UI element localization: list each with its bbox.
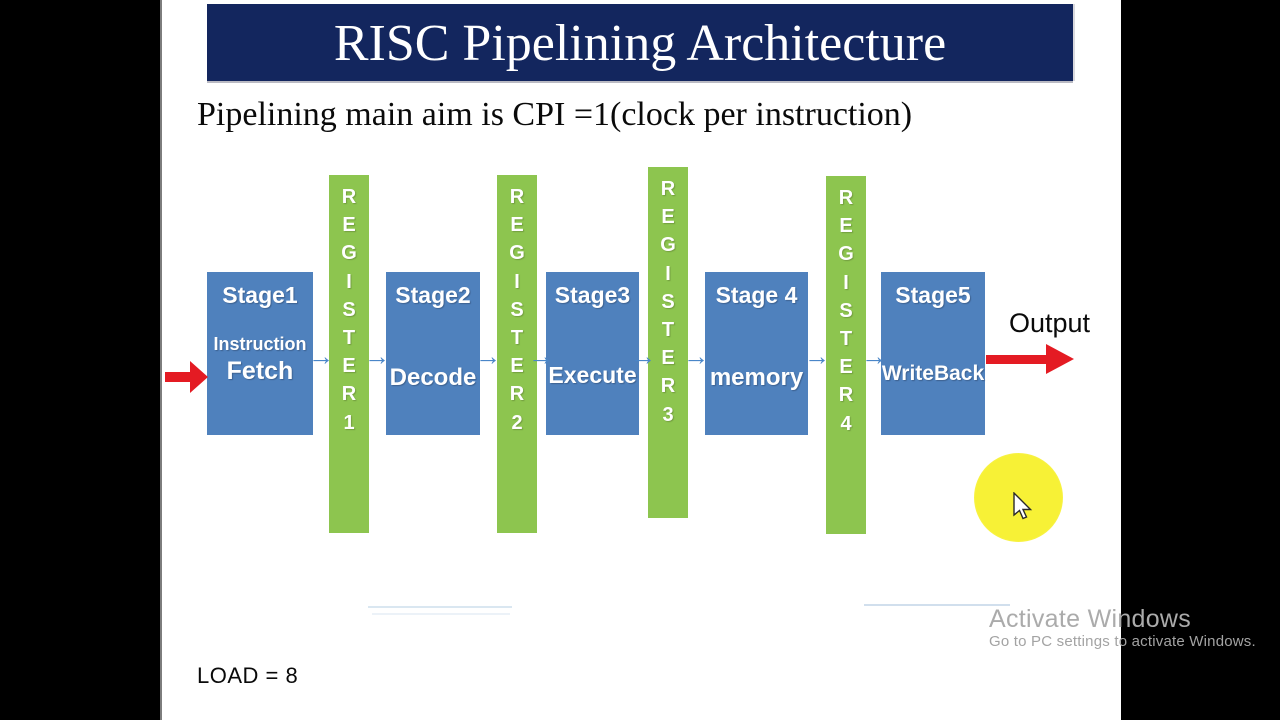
stage-label: Fetch	[226, 357, 294, 385]
register-bar-3: R E G I S T E R 3	[648, 167, 688, 518]
stage-title: Stage3	[554, 282, 631, 308]
stage-box-3: Stage3 Execute	[546, 272, 639, 435]
flow-arrow-icon: →	[364, 341, 390, 371]
stage-box-2: Stage2 Decode	[386, 272, 480, 435]
register-label: R E G I S T E R 1	[341, 186, 357, 434]
output-label: Output	[1009, 308, 1091, 338]
stage-box-1: Stage1 Instruction Fetch	[207, 272, 313, 435]
stage-title: Stage2	[395, 282, 471, 308]
slide-title: RISC Pipelining Architecture	[333, 15, 947, 72]
register-label: R E G I S T E R 4	[838, 187, 854, 435]
activate-windows-watermark-sub: Go to PC settings to activate Windows.	[989, 633, 1256, 650]
output-arrow-icon	[986, 343, 1076, 375]
input-arrow-icon	[165, 361, 208, 393]
mouse-cursor-icon	[1013, 491, 1035, 527]
faint-line	[372, 613, 510, 615]
title-banner: RISC Pipelining Architecture	[207, 4, 1073, 81]
flow-arrow-icon: →	[861, 341, 887, 371]
arrow-head	[1046, 344, 1074, 374]
stage-subtitle: Instruction	[213, 334, 307, 354]
flow-arrow-icon: →	[683, 341, 709, 371]
faint-line	[368, 606, 512, 608]
stage-box-5: Stage5 WriteBack	[881, 272, 985, 435]
register-bar-4: R E G I S T E R 4	[826, 176, 866, 534]
load-label: LOAD = 8	[197, 663, 299, 688]
flow-arrow-icon: →	[308, 341, 334, 371]
letterbox-left	[0, 0, 160, 720]
arrow-head	[190, 361, 208, 393]
register-bar-1: R E G I S T E R 1	[329, 175, 369, 533]
flow-arrow-icon: →	[630, 341, 656, 371]
arrow-shaft	[986, 355, 1048, 364]
flow-arrow-icon: →	[475, 341, 501, 371]
stage-label: WriteBack	[881, 362, 985, 385]
register-label: R E G I S T E R 3	[660, 178, 676, 426]
stage-title: Stage 4	[715, 282, 798, 308]
stage-title: Stage1	[222, 282, 298, 308]
stage-label: memory	[709, 364, 804, 391]
stage-label: Execute	[548, 362, 637, 388]
register-bar-2: R E G I S T E R 2	[497, 175, 537, 533]
flow-arrow-icon: →	[528, 341, 554, 371]
activate-windows-watermark: Activate Windows	[989, 605, 1192, 633]
letterbox-right	[1121, 0, 1280, 720]
stage-box-4: Stage 4 memory	[705, 272, 808, 435]
arrow-shaft	[165, 372, 192, 382]
slide-subtitle: Pipelining main aim is CPI =1(clock per …	[197, 96, 913, 133]
stage-title: Stage5	[895, 282, 971, 308]
letterbox-divider	[160, 0, 162, 720]
stage-label: Decode	[389, 364, 477, 391]
faint-line	[864, 604, 1010, 606]
flow-arrow-icon: →	[804, 341, 830, 371]
register-label: R E G I S T E R 2	[509, 186, 525, 434]
